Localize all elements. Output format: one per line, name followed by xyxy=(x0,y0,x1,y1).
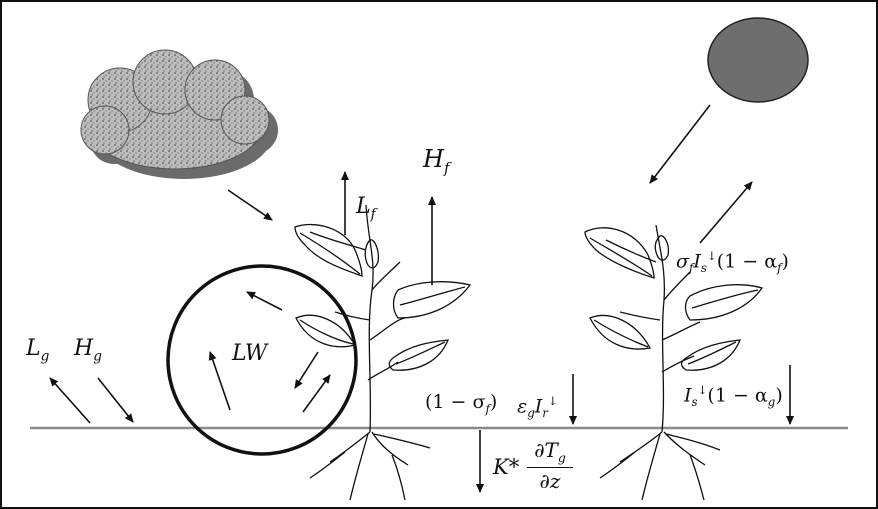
plant-right-icon xyxy=(584,224,764,501)
reflected-shortwave-arrow xyxy=(699,181,753,244)
label-ground-emission: εgIr↓ xyxy=(517,394,558,421)
hg-arrow xyxy=(97,377,134,423)
label-lg: Lg xyxy=(26,336,50,365)
lw-arrow-2 xyxy=(208,351,231,411)
fraction-bar xyxy=(527,467,573,469)
cloud-longwave-arrow xyxy=(227,189,273,221)
label-hg: Hg xyxy=(74,336,102,365)
lg-arrow xyxy=(49,377,91,424)
label-conduction-fraction: ∂Tg ∂z xyxy=(527,440,573,491)
plant-left-icon xyxy=(294,204,472,501)
lw-arrow-1 xyxy=(246,291,283,311)
lw-arrow-4 xyxy=(302,374,331,413)
label-lf: Lf xyxy=(356,194,376,223)
label-conduction-k: K* xyxy=(493,455,520,479)
label-reflected-shortwave: σfIs↓(1 − αf) xyxy=(676,249,789,276)
label-ground-absorbed: Is↓(1 − αg) xyxy=(684,383,783,410)
sun-icon xyxy=(707,17,809,103)
label-lw: LW xyxy=(232,341,268,366)
cloud-icon xyxy=(80,49,278,179)
sun-incoming-arrow xyxy=(649,104,711,184)
label-canopy-gap: (1 − σf) xyxy=(425,391,498,416)
label-hf: Hf xyxy=(423,145,450,177)
longwave-circle xyxy=(166,264,358,456)
lw-arrow-3 xyxy=(294,351,319,389)
